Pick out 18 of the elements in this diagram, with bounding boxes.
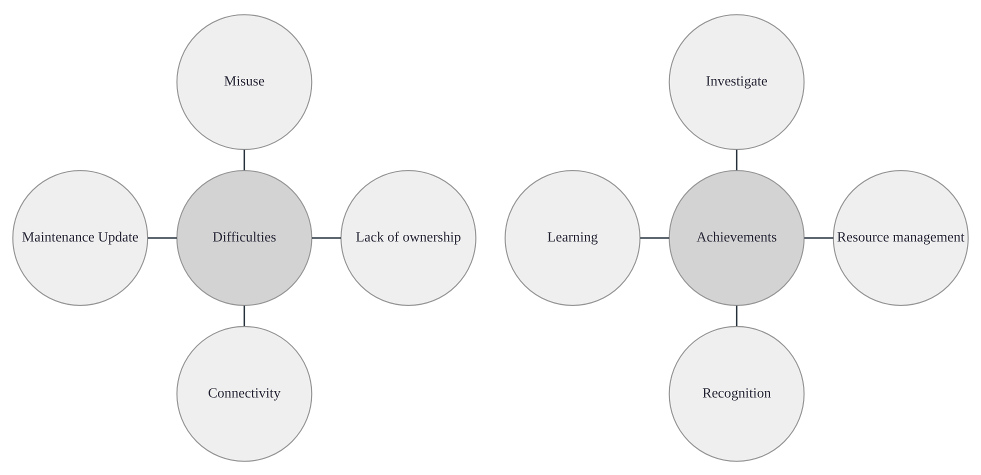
connector: [640, 236, 670, 238]
node-circle: Difficulties: [176, 170, 312, 306]
connector: [804, 236, 834, 238]
node-circle: Maintenance Update: [12, 170, 148, 306]
node-circle: Investigate: [668, 14, 805, 150]
connector: [148, 236, 177, 238]
node-circle: Connectivity: [176, 325, 312, 462]
connector: [244, 305, 246, 326]
node-circle: Misuse: [176, 14, 312, 150]
connector: [312, 236, 341, 238]
node-circle: Learning: [504, 170, 641, 306]
node-circle: Achievements: [668, 170, 805, 306]
node-circle: Recognition: [668, 325, 805, 462]
connector: [736, 305, 738, 326]
node-circle: Lack of ownership: [340, 170, 476, 306]
connector: [736, 149, 738, 170]
connector: [244, 149, 246, 170]
node-circle: Resource management: [832, 170, 969, 306]
